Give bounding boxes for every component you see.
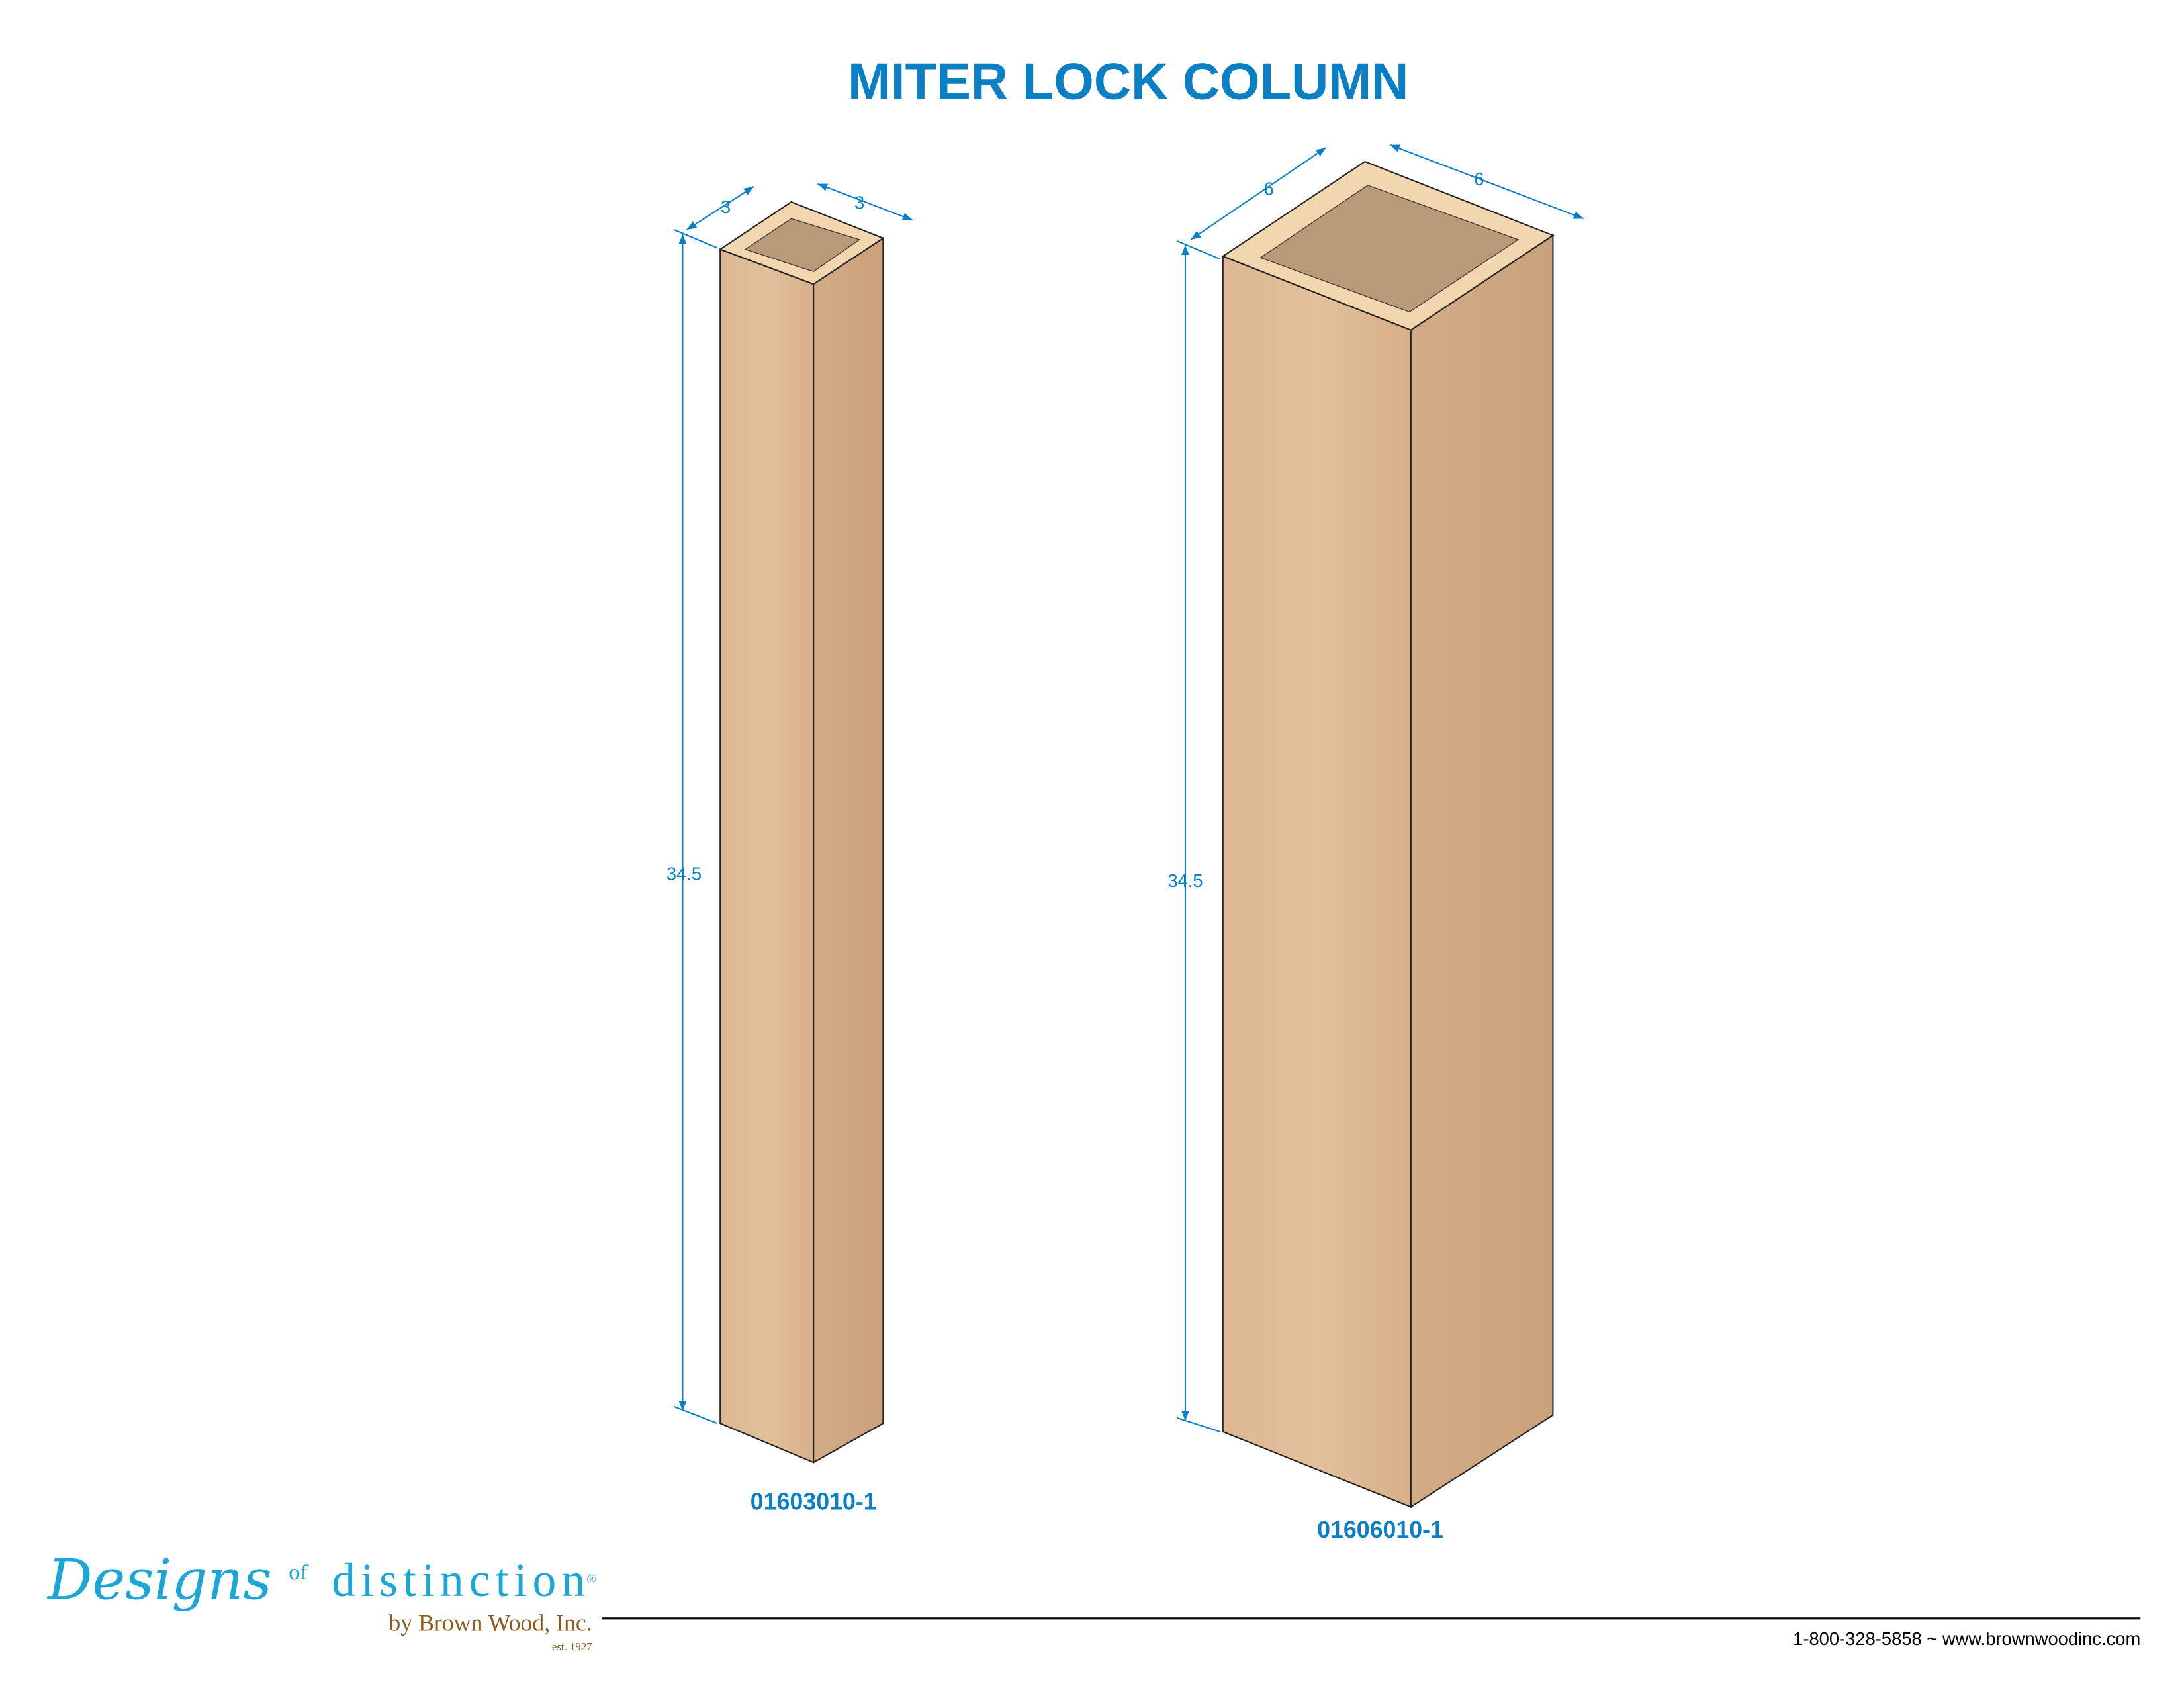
width-label: 3 <box>721 197 731 217</box>
column-left-face <box>1222 255 1412 1509</box>
column-left-face <box>719 248 815 1464</box>
column-right-face <box>813 236 884 1464</box>
logo-byline: by Brown Wood, Inc. <box>388 1610 592 1636</box>
column-opening <box>744 218 861 272</box>
logo-distinction: distinction <box>332 1554 585 1607</box>
logo-of: of <box>289 1562 309 1584</box>
depth-label: 3 <box>854 193 864 213</box>
logo-designs: Designs <box>46 1547 272 1612</box>
part-number: 01606010-1 <box>1317 1517 1443 1543</box>
company-logo: Designs of distinction ® by Brown Wood, … <box>46 1547 596 1653</box>
width-label: 6 <box>1264 179 1274 199</box>
column-right-face <box>1410 234 1554 1509</box>
logo-established: est. 1927 <box>552 1640 592 1653</box>
height-label: 34.5 <box>1167 870 1203 891</box>
page-title: MITER LOCK COLUMN <box>848 53 1408 110</box>
height-label: 34.5 <box>666 864 702 884</box>
column-3x3: 34.5 3 3 01603010-1 <box>666 183 913 1515</box>
depth-label: 6 <box>1474 169 1484 189</box>
footer-contact: 1-800-328-5858 ~ www.brownwoodinc.com <box>1793 1628 2140 1649</box>
part-number: 01603010-1 <box>751 1489 877 1515</box>
column-6x6: 34.5 6 6 01606010-1 <box>1167 144 1584 1543</box>
logo-registered: ® <box>586 1573 596 1587</box>
